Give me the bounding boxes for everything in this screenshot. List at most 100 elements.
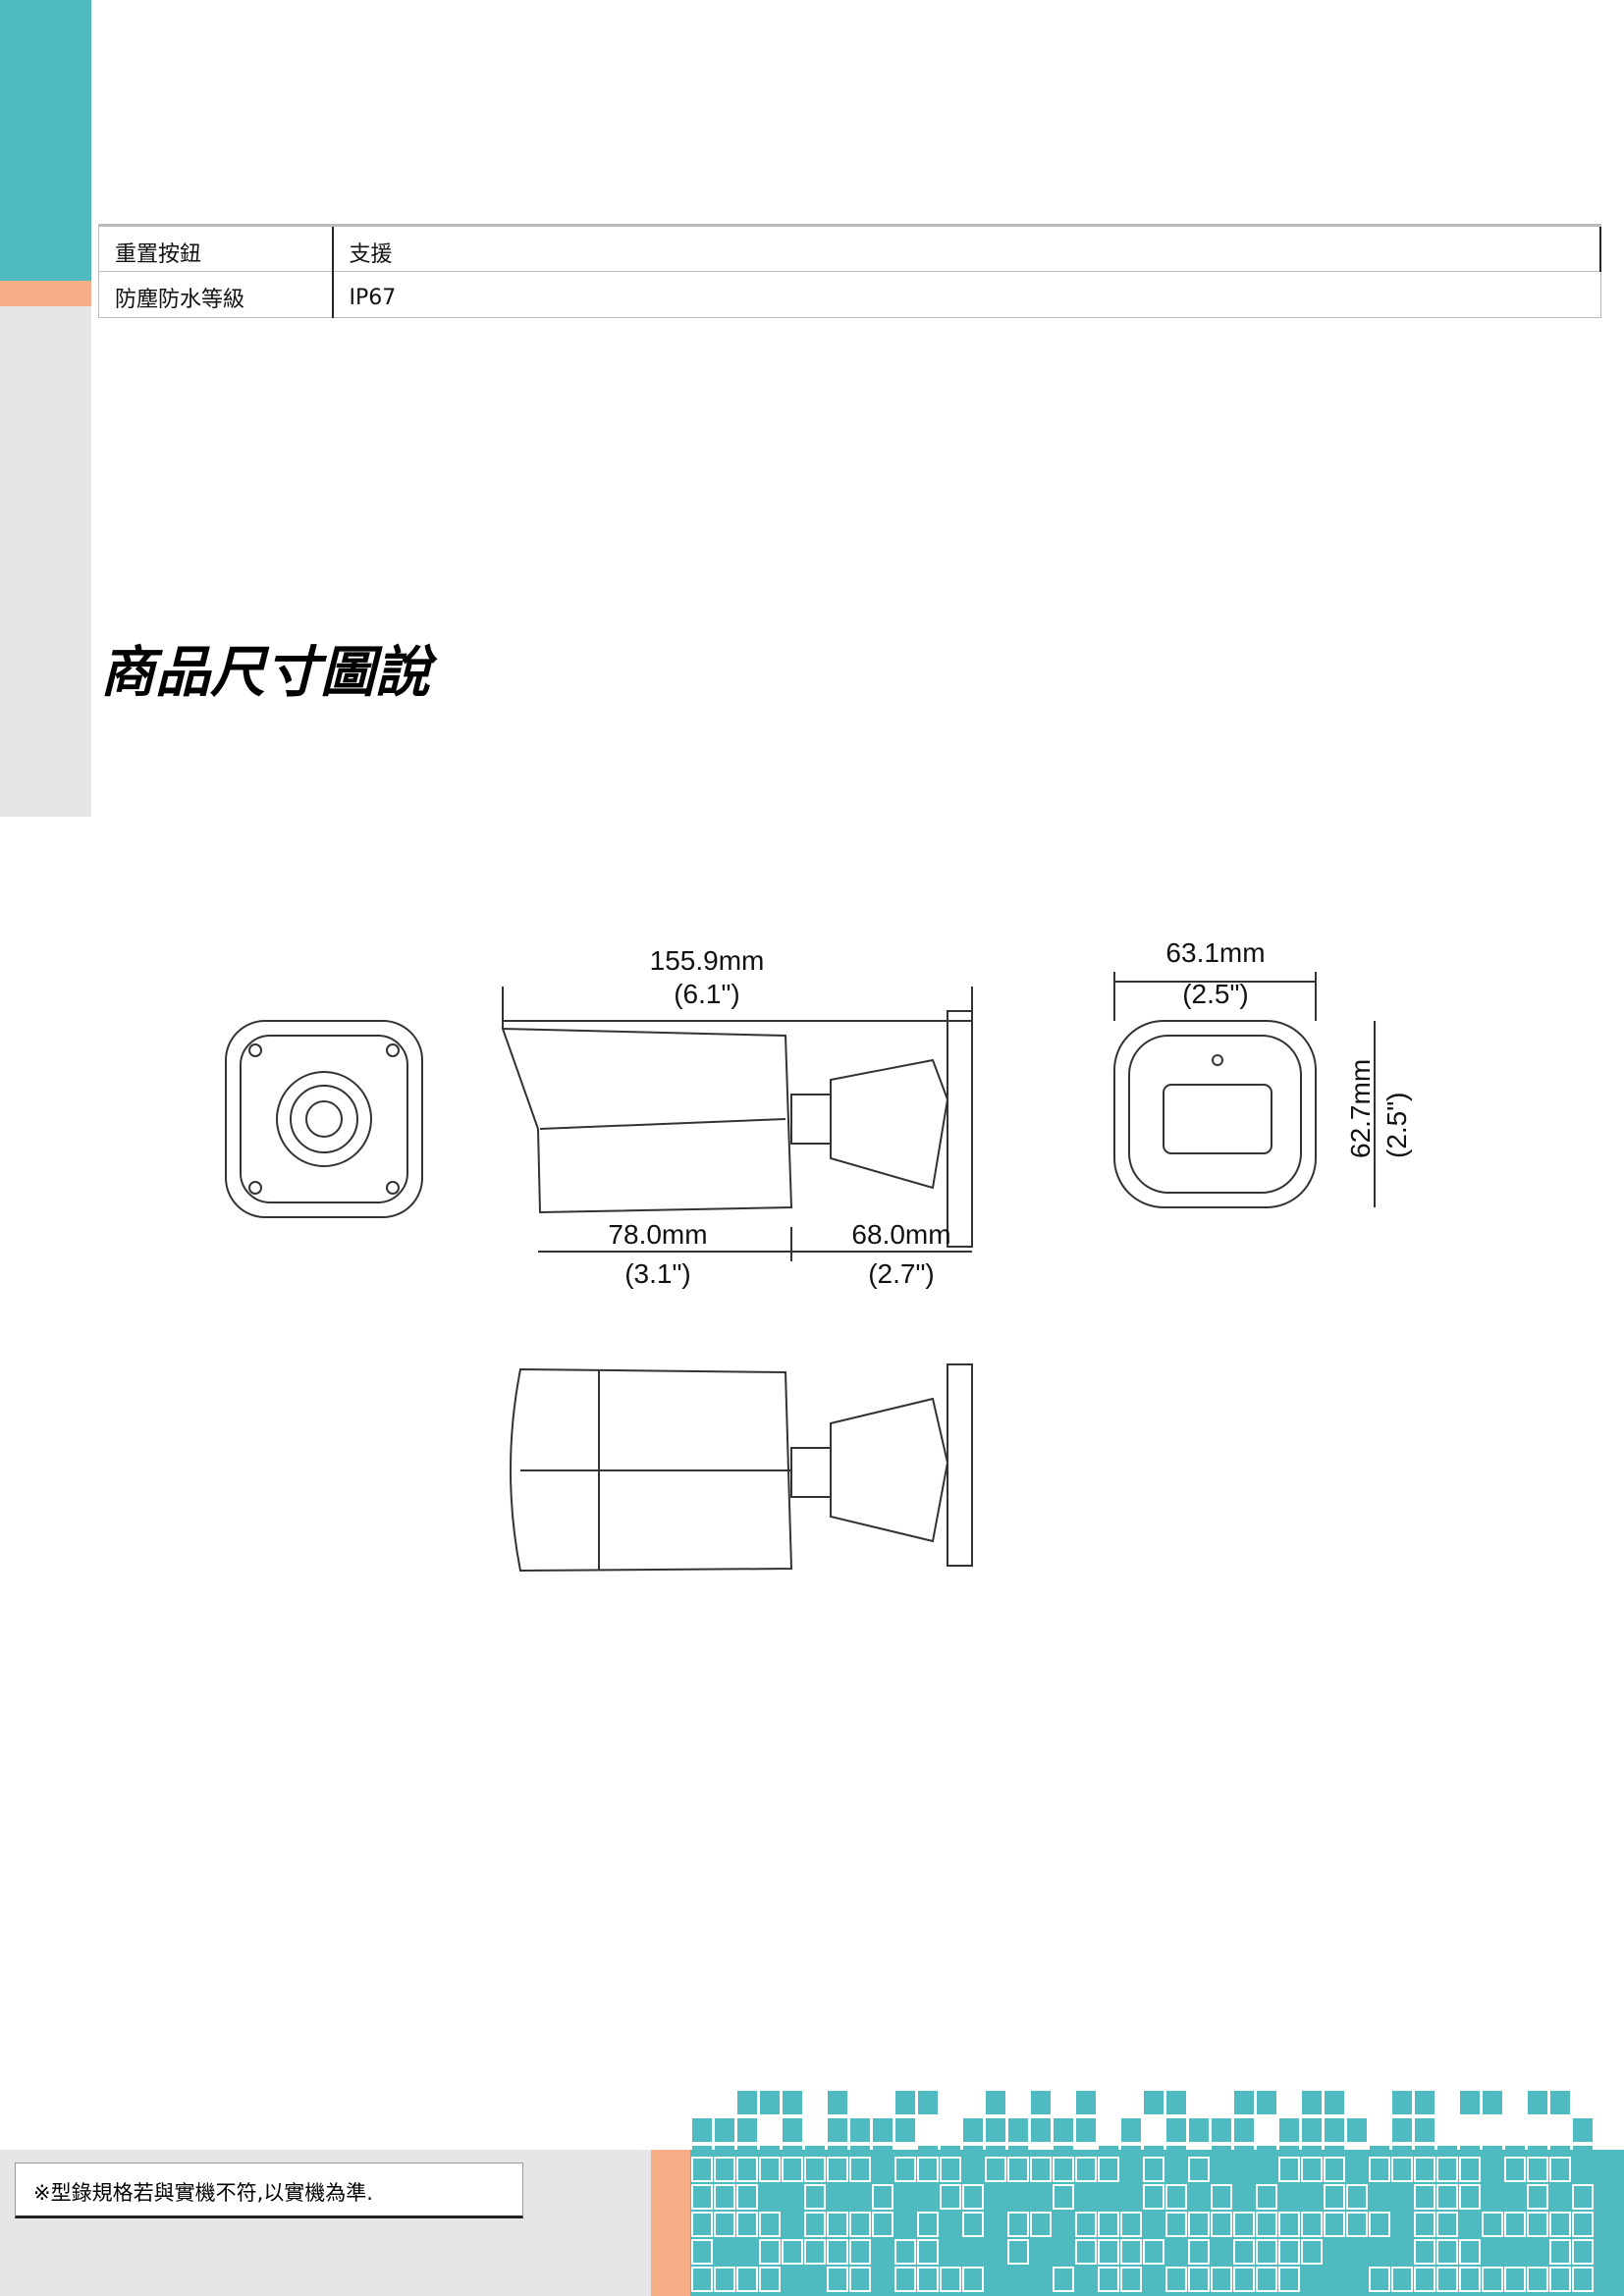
mosaic-tile: [691, 2239, 713, 2265]
mosaic-tile: [962, 2212, 984, 2237]
mosaic-tile: [873, 2146, 893, 2169]
mosaic-tile: [1212, 2146, 1231, 2169]
mosaic-tile: [1324, 2212, 1345, 2237]
mosaic-tile: [1346, 2212, 1368, 2237]
mosaic-tile: [962, 2267, 984, 2292]
mosaic-tile: [715, 2118, 734, 2142]
mosaic-tile: [1053, 2267, 1074, 2292]
mosaic-tile: [1098, 2239, 1119, 2265]
mosaic-tile: [849, 2239, 871, 2265]
mosaic-tile: [940, 2184, 961, 2210]
mosaic-tile: [736, 2157, 758, 2182]
mosaic-tile: [736, 2212, 758, 2237]
mosaic-tile: [804, 2212, 826, 2237]
mosaic-tile: [1346, 2184, 1368, 2210]
mosaic-tile: [1369, 2157, 1390, 2182]
mosaic-tile: [1325, 2118, 1344, 2142]
mosaic-tile: [759, 2212, 781, 2237]
mosaic-tile: [1572, 2239, 1594, 2265]
mosaic-tile: [1256, 2267, 1277, 2292]
mosaic-tile: [1459, 2267, 1481, 2292]
mosaic-tile: [1120, 2212, 1142, 2237]
mosaic-tile: [737, 2091, 757, 2114]
mosaic-tile: [1301, 2239, 1323, 2265]
mosaic-tile: [1121, 2146, 1141, 2169]
mosaic-tile: [1549, 2239, 1571, 2265]
spec-value: 支援: [332, 224, 1601, 272]
mosaic-tile: [1459, 2157, 1481, 2182]
mosaic-tile: [1233, 2267, 1255, 2292]
mosaic-tile: [1482, 2212, 1503, 2237]
mosaic-tile: [714, 2184, 735, 2210]
mosaic-tile: [986, 2118, 1005, 2142]
mosaic-tile: [1527, 2157, 1548, 2182]
mosaic-tile: [1504, 2212, 1526, 2237]
mosaic-tile: [1257, 2146, 1276, 2169]
mosaic-tile: [714, 2212, 735, 2237]
mosaic-tile: [917, 2157, 939, 2182]
mosaic-tile: [760, 2091, 780, 2114]
mosaic-tile: [963, 2118, 983, 2142]
spec-label: 重置按鈕: [98, 224, 334, 272]
mosaic-tile: [1414, 2157, 1435, 2182]
mosaic-tile: [1302, 2091, 1322, 2114]
mosaic-tile: [1053, 2184, 1074, 2210]
mosaic-tile: [1053, 2157, 1074, 2182]
mosaic-tile: [1257, 2091, 1276, 2114]
mosaic-tile: [894, 2157, 916, 2182]
mosaic-tile: [1301, 2212, 1323, 2237]
mosaic-tile: [1075, 2239, 1097, 2265]
mosaic-tile: [1188, 2157, 1210, 2182]
mosaic-tile: [1098, 2267, 1119, 2292]
mosaic-tile: [894, 2239, 916, 2265]
front-view: [225, 1020, 423, 1218]
mosaic-tile: [1054, 2118, 1073, 2142]
side-accent-teal: [0, 0, 91, 281]
footer-accent-orange: [651, 2150, 690, 2296]
mosaic-tile: [1414, 2212, 1435, 2237]
mosaic-tile: [849, 2267, 871, 2292]
mosaic-tile: [1573, 2118, 1593, 2142]
mosaic-tile: [1436, 2184, 1458, 2210]
mosaic-tile: [985, 2157, 1006, 2182]
mosaic-tile: [1436, 2267, 1458, 2292]
mosaic-tile: [1212, 2118, 1231, 2142]
mosaic-tile: [1211, 2212, 1232, 2237]
mosaic-tile: [940, 2267, 961, 2292]
mosaic-tile: [1504, 2267, 1526, 2292]
mosaic-tile: [1233, 2212, 1255, 2237]
mosaic-tile: [940, 2157, 961, 2182]
mosaic-tile: [1347, 2118, 1367, 2142]
mosaic-tile: [1008, 2118, 1028, 2142]
mount-length-inch-label: (2.7"): [868, 1258, 935, 1289]
table-row: 重置按鈕支援: [98, 224, 1601, 272]
mosaic-tile: [1278, 2157, 1300, 2182]
side-view: 155.9mm (6.1") 78.0mm (3.1") 68.0mm (2.7…: [501, 945, 973, 1289]
mosaic-tile: [828, 2091, 847, 2114]
mosaic-tile: [737, 2118, 757, 2142]
mosaic-tile: [692, 2118, 712, 2142]
mosaic-tile: [1392, 2118, 1412, 2142]
mosaic-tile: [1324, 2184, 1345, 2210]
mosaic-tile: [1031, 2091, 1051, 2114]
mosaic-tile: [1391, 2267, 1413, 2292]
dimension-drawing: 155.9mm (6.1") 78.0mm (3.1") 68.0mm (2.7…: [225, 937, 1412, 1573]
mosaic-tile: [895, 2091, 915, 2114]
mosaic-tile: [1572, 2267, 1594, 2292]
mosaic-tile: [850, 2118, 870, 2142]
rear-view: 63.1mm (2.5") 62.7mm (2.5"): [1113, 937, 1412, 1208]
mosaic-tile: [828, 2118, 847, 2142]
mosaic-tile: [1075, 2212, 1097, 2237]
mosaic-tile: [1324, 2157, 1345, 2182]
length-label: 155.9mm: [650, 945, 765, 976]
mosaic-tile: [1030, 2212, 1052, 2237]
mosaic-tile: [1007, 2157, 1029, 2182]
mosaic-tile: [1030, 2157, 1052, 2182]
mosaic-tile: [827, 2267, 848, 2292]
mosaic-tile: [1256, 2184, 1277, 2210]
mosaic-tile: [1460, 2091, 1480, 2114]
mosaic-tile: [1098, 2212, 1119, 2237]
mosaic-tile: [783, 2091, 802, 2114]
mosaic-tile: [963, 2146, 983, 2169]
